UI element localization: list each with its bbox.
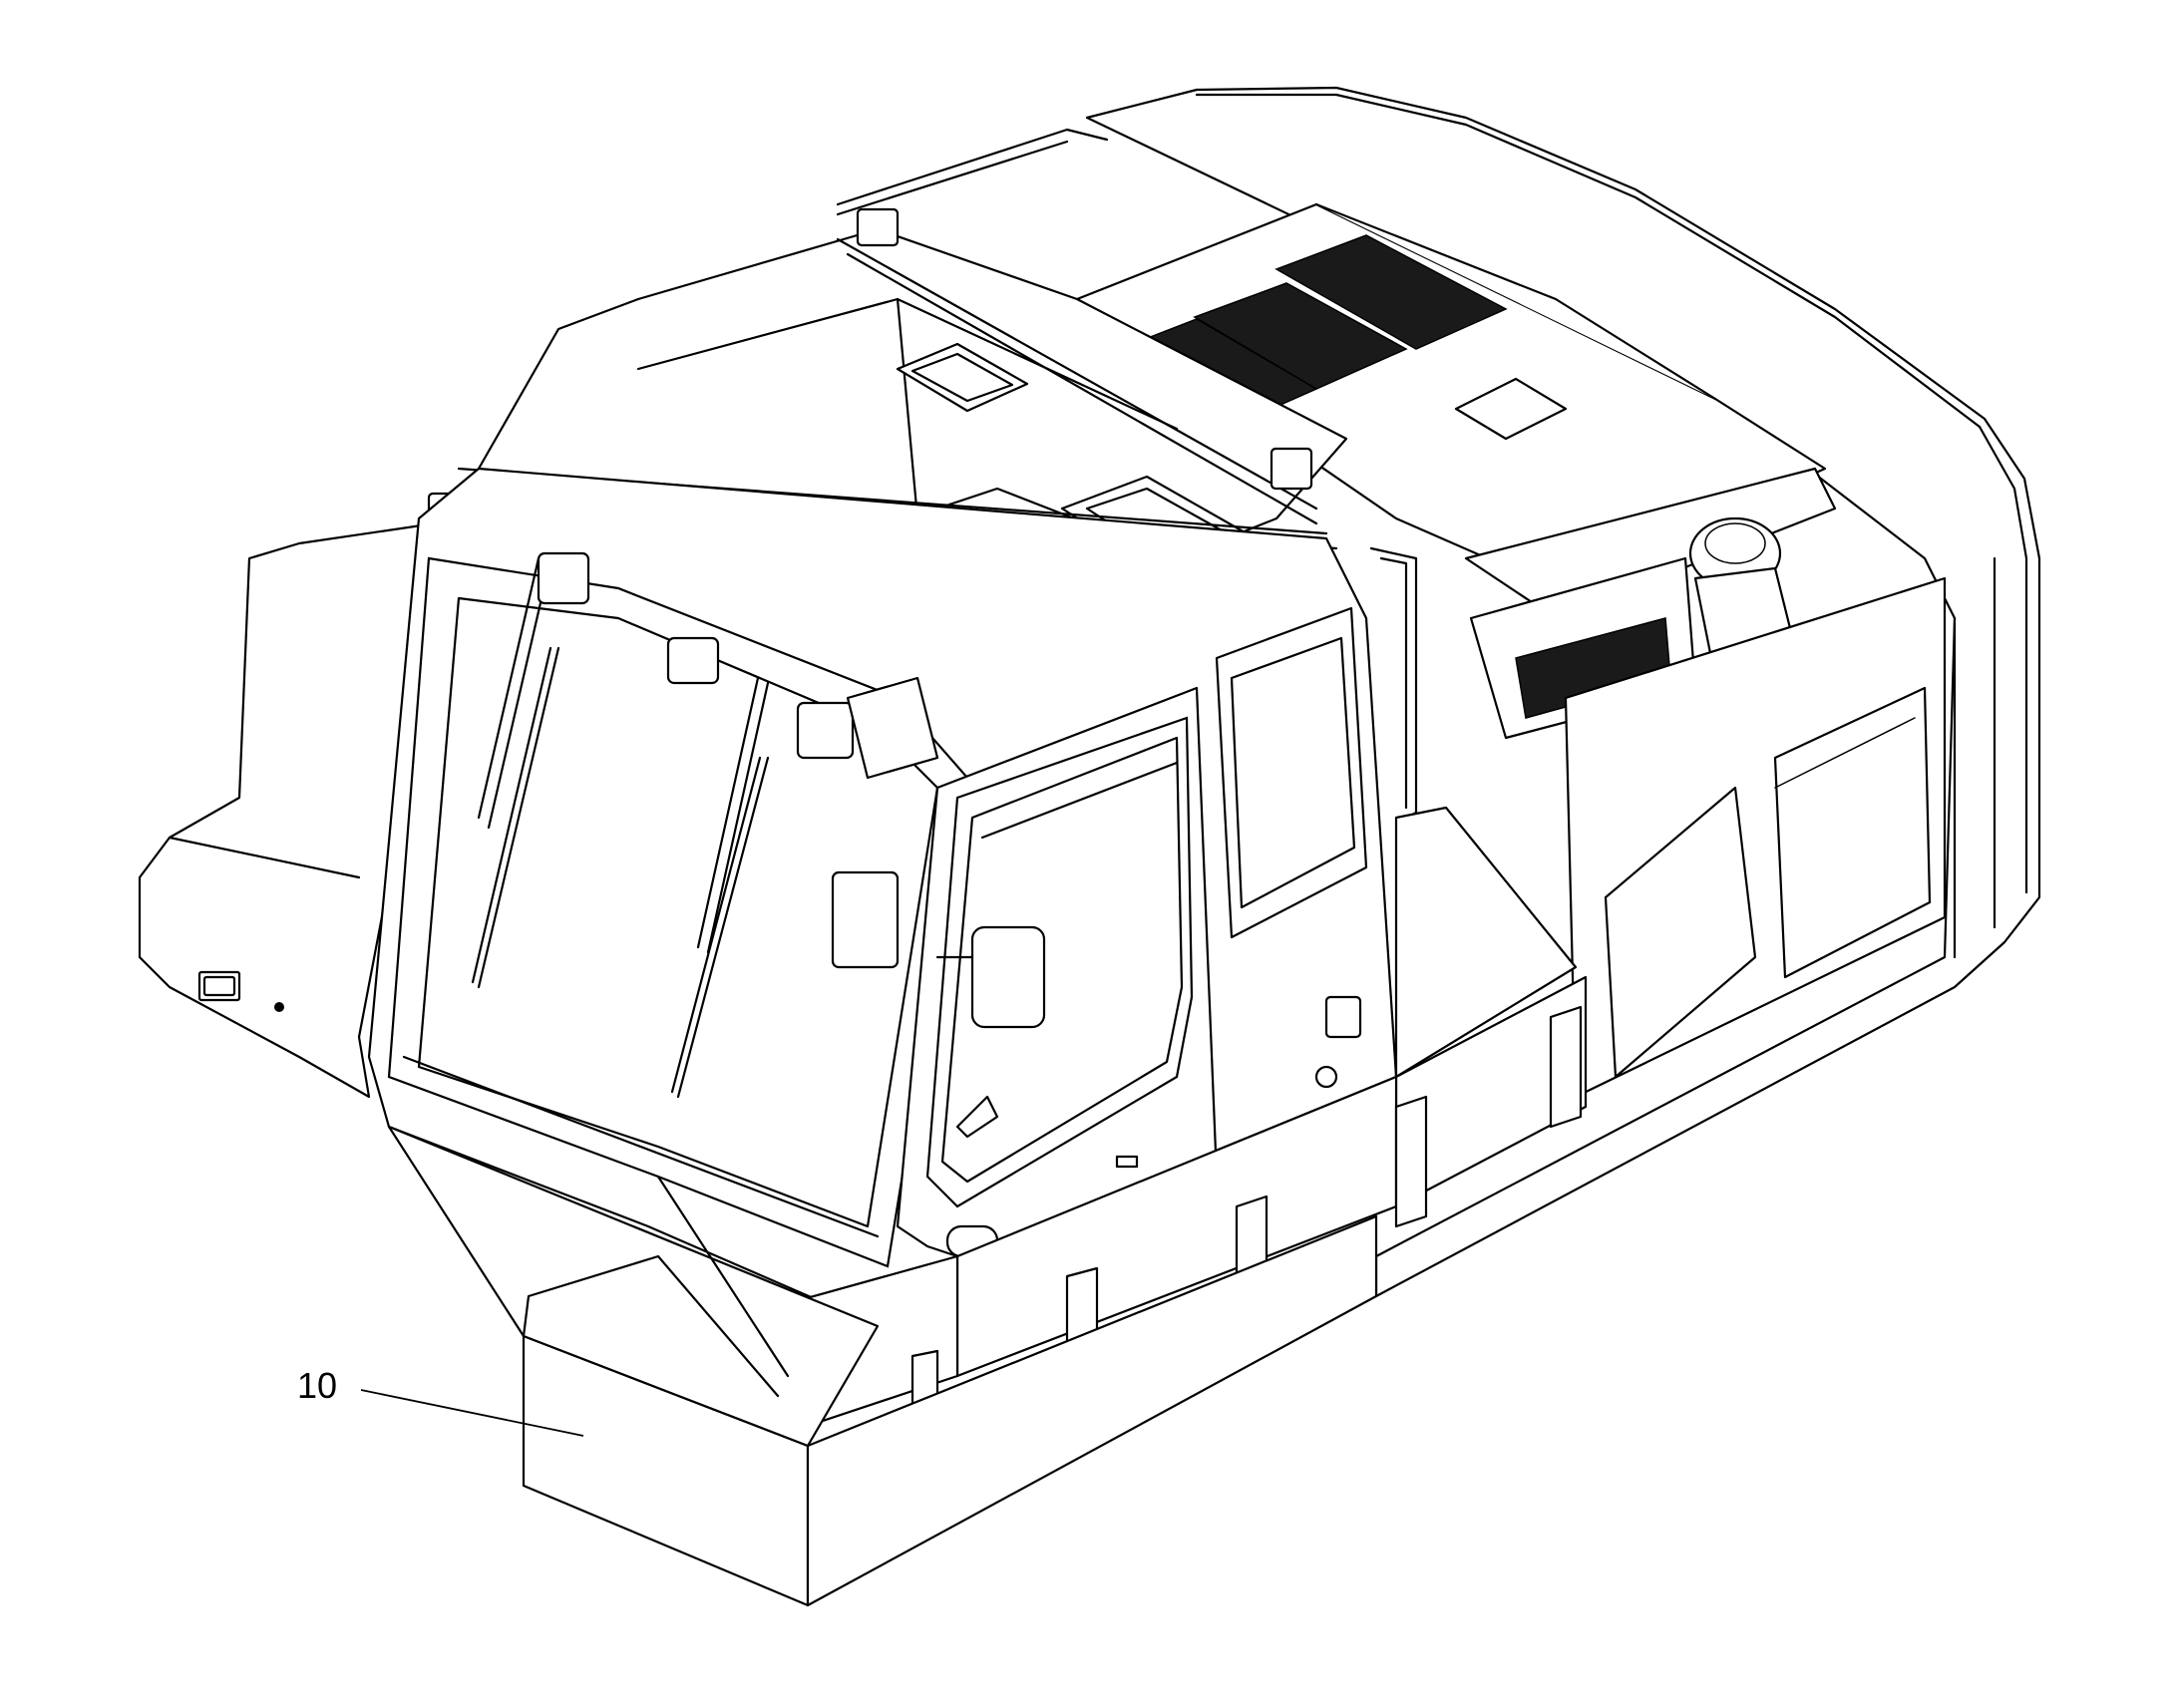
work-light-1 xyxy=(537,551,590,605)
lower-block-side xyxy=(806,1214,1378,1607)
operator-cab xyxy=(367,467,1418,1328)
service-doors xyxy=(1564,576,1947,1099)
wiper-right xyxy=(670,676,770,1099)
cab-rear-window xyxy=(1215,606,1368,939)
hatch-cover-rear xyxy=(896,342,1029,413)
service-door-left xyxy=(1604,786,1757,1079)
front-skirt xyxy=(387,1125,880,1448)
step-bracket-5 xyxy=(1549,1005,1583,1129)
mirror-light xyxy=(831,870,900,969)
counterweight-hood xyxy=(1085,86,2041,1298)
callout-10-leader xyxy=(360,1389,584,1437)
callout-10-label: 10 xyxy=(297,1365,337,1406)
engine-grille-3 xyxy=(1274,234,1508,350)
step-bracket-4 xyxy=(1394,1095,1428,1228)
wiper-left xyxy=(471,556,560,989)
work-light-3 xyxy=(796,701,855,760)
service-door-right xyxy=(1773,686,1932,979)
side-mirror xyxy=(970,925,1046,1029)
callout-10: 10 xyxy=(297,1365,584,1437)
door-window xyxy=(925,716,1194,1208)
lower-block xyxy=(387,1125,1378,1607)
engine-grille-2 xyxy=(1193,282,1408,390)
work-light-2 xyxy=(666,636,720,685)
